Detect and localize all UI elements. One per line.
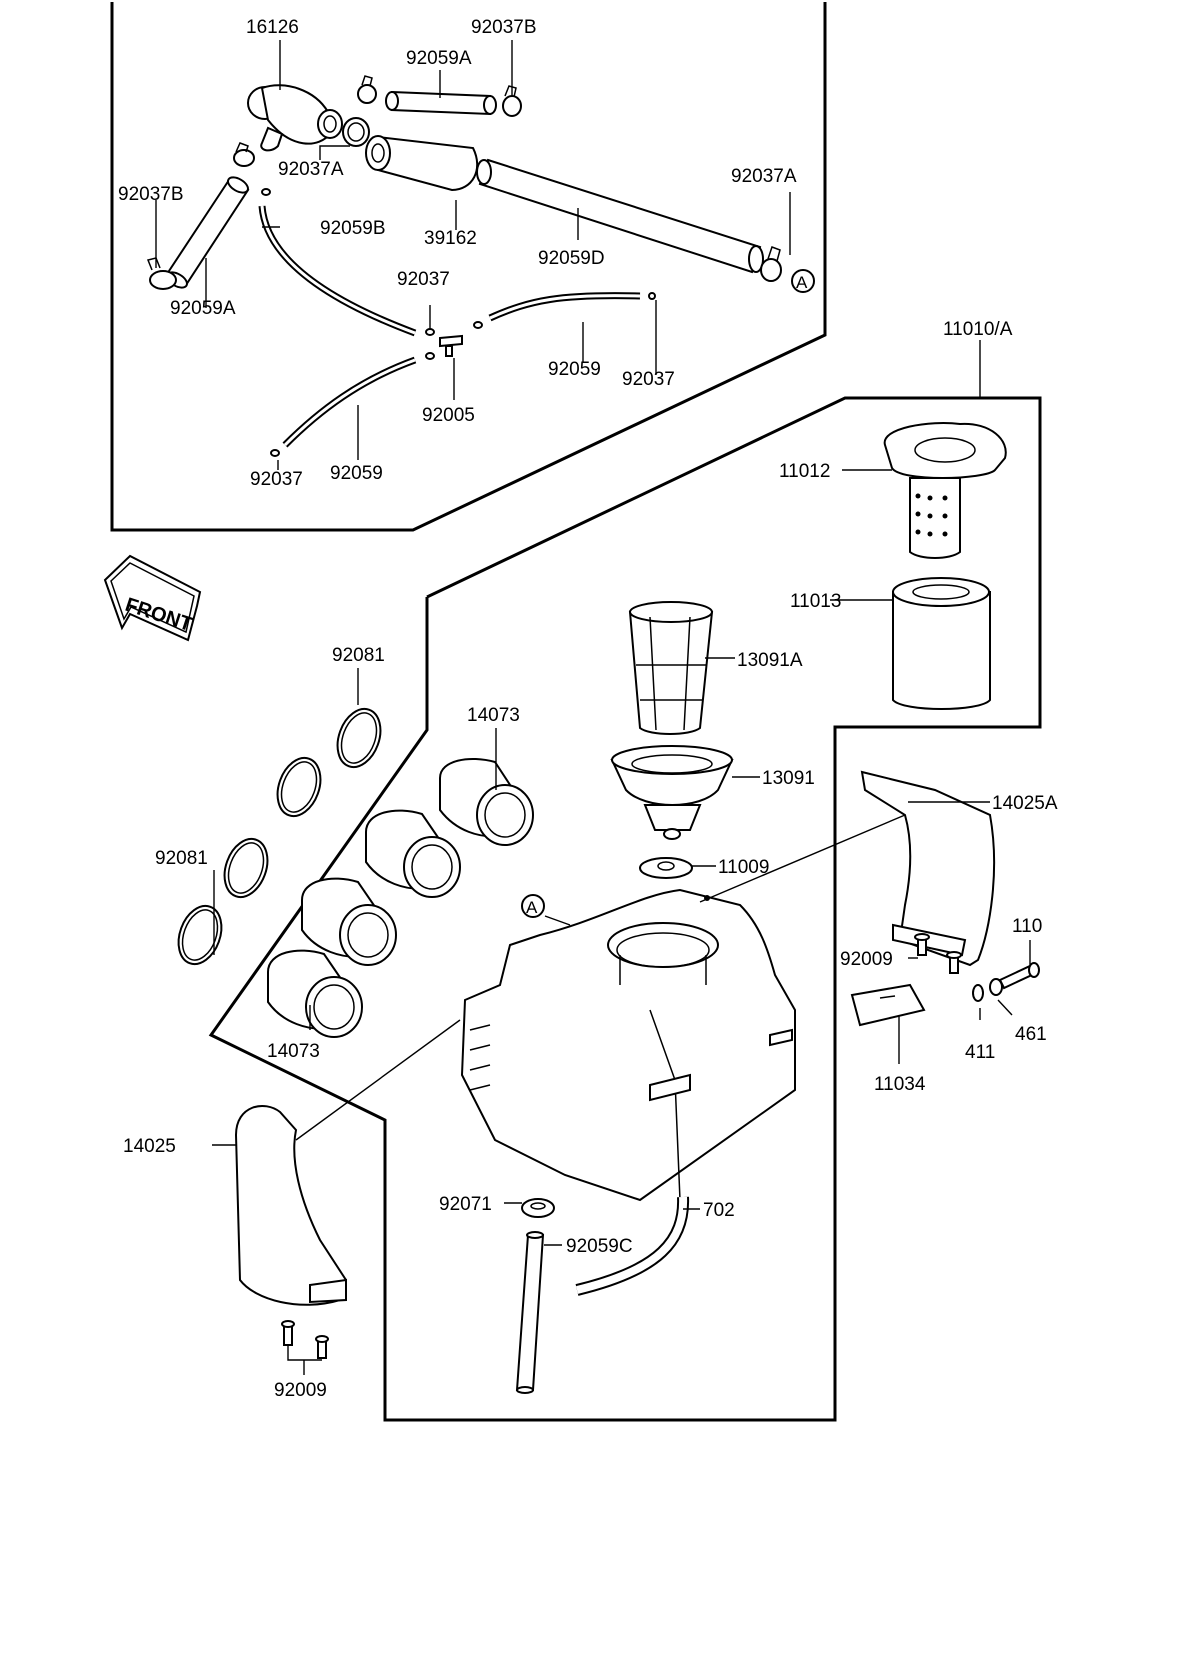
callout-92071: 92071 bbox=[439, 1194, 492, 1215]
callout-92059D: 92059D bbox=[538, 248, 605, 269]
part-92059C-drain-tube bbox=[515, 1231, 545, 1394]
callout-92005: 92005 bbox=[422, 405, 475, 426]
part-11009-grommet bbox=[639, 857, 693, 879]
callout-92059-bottom: 92059 bbox=[330, 463, 383, 484]
part-air-box-case bbox=[460, 888, 796, 1202]
callout-11010A: 11010/A bbox=[943, 319, 1013, 340]
part-11012-cleaner-cap bbox=[883, 422, 1007, 559]
part-92059-hose-right bbox=[488, 292, 656, 322]
callout-92059-right: 92059 bbox=[548, 359, 601, 380]
callout-92081-left: 92081 bbox=[155, 848, 208, 869]
callout-411: 411 bbox=[965, 1042, 995, 1063]
callout-110: 110 bbox=[1012, 916, 1042, 937]
svg-text:A: A bbox=[796, 273, 808, 292]
part-702-hose bbox=[575, 1196, 690, 1296]
part-14025-bracket-left bbox=[234, 1104, 348, 1306]
callout-92037-bottom: 92037 bbox=[250, 469, 303, 490]
part-92059B-bent-hose bbox=[258, 188, 417, 337]
part-92037A-clamp-mid bbox=[342, 117, 370, 147]
part-11013-filter-element bbox=[892, 577, 991, 710]
callout-92081-top: 92081 bbox=[332, 645, 385, 666]
part-92081-o-rings bbox=[177, 707, 382, 966]
part-13091A-screen-cage bbox=[628, 601, 714, 735]
reference-marker-a-right: A bbox=[791, 269, 815, 293]
callout-11012: 11012 bbox=[779, 461, 830, 482]
callout-92037-right: 92037 bbox=[622, 369, 675, 390]
part-92059-hose-lower bbox=[270, 356, 417, 457]
part-14025A-bracket-right bbox=[860, 770, 996, 967]
callout-92059C: 92059C bbox=[566, 1236, 633, 1257]
callout-92037A-right: 92037A bbox=[731, 166, 797, 187]
callout-16126: 16126 bbox=[246, 17, 299, 38]
leader-lines bbox=[155, 40, 1031, 1375]
part-461-washer bbox=[989, 978, 1003, 996]
part-11034-plate bbox=[850, 983, 926, 1027]
part-92009-screws-bottom bbox=[281, 1320, 329, 1359]
reference-marker-a-box: A bbox=[521, 894, 545, 918]
callout-14073-bottom: 14073 bbox=[267, 1041, 320, 1062]
part-110-bolt bbox=[998, 962, 1040, 990]
part-92059D-long-tube bbox=[476, 158, 764, 274]
callout-39162: 39162 bbox=[424, 228, 477, 249]
callout-92059A-left: 92059A bbox=[170, 298, 236, 319]
svg-text:A: A bbox=[526, 898, 538, 917]
callout-92037B-top: 92037B bbox=[471, 17, 537, 38]
callout-13091: 13091 bbox=[762, 768, 815, 789]
callout-11009: 11009 bbox=[718, 857, 769, 878]
part-39162-silencer bbox=[365, 135, 479, 192]
part-92037A-clamp-right bbox=[760, 246, 782, 282]
callout-92009-right: 92009 bbox=[840, 949, 893, 970]
callout-92009-bottom: 92009 bbox=[274, 1380, 327, 1401]
part-411-washer bbox=[972, 984, 984, 1002]
callout-13091A: 13091A bbox=[737, 650, 803, 671]
callout-92059A-top: 92059A bbox=[406, 48, 472, 69]
callout-461: 461 bbox=[1015, 1024, 1047, 1045]
callout-14025: 14025 bbox=[123, 1136, 176, 1157]
front-direction-arrow: FRONT bbox=[103, 554, 202, 642]
callout-92037B-left: 92037B bbox=[118, 184, 184, 205]
callout-11034: 11034 bbox=[874, 1074, 926, 1095]
part-92059A-tube-top bbox=[385, 90, 497, 116]
air-box-group-frame bbox=[208, 396, 1042, 1422]
part-14073-intake-ducts bbox=[267, 758, 534, 1038]
part-92037B-clamp-left bbox=[146, 257, 177, 290]
part-13091-funnel-holder bbox=[610, 745, 734, 840]
callout-14073-top: 14073 bbox=[467, 705, 520, 726]
part-16126-elbow bbox=[247, 84, 343, 152]
callout-14025A: 14025A bbox=[992, 793, 1058, 814]
part-92037-clamp-elbow-b bbox=[233, 142, 255, 167]
callout-92037-mid: 92037 bbox=[397, 269, 450, 290]
part-92037-clamp-elbow-a bbox=[357, 75, 377, 104]
callout-11013: 11013 bbox=[790, 591, 841, 612]
callout-702: 702 bbox=[703, 1200, 735, 1221]
callout-92037A-mid: 92037A bbox=[278, 159, 344, 180]
upper-group-frame bbox=[110, 2, 827, 532]
callout-92059B: 92059B bbox=[320, 218, 386, 239]
part-92071-grommet bbox=[521, 1198, 555, 1218]
part-92005-t-fitting bbox=[425, 321, 483, 360]
part-92009-bolts-right bbox=[914, 933, 962, 974]
